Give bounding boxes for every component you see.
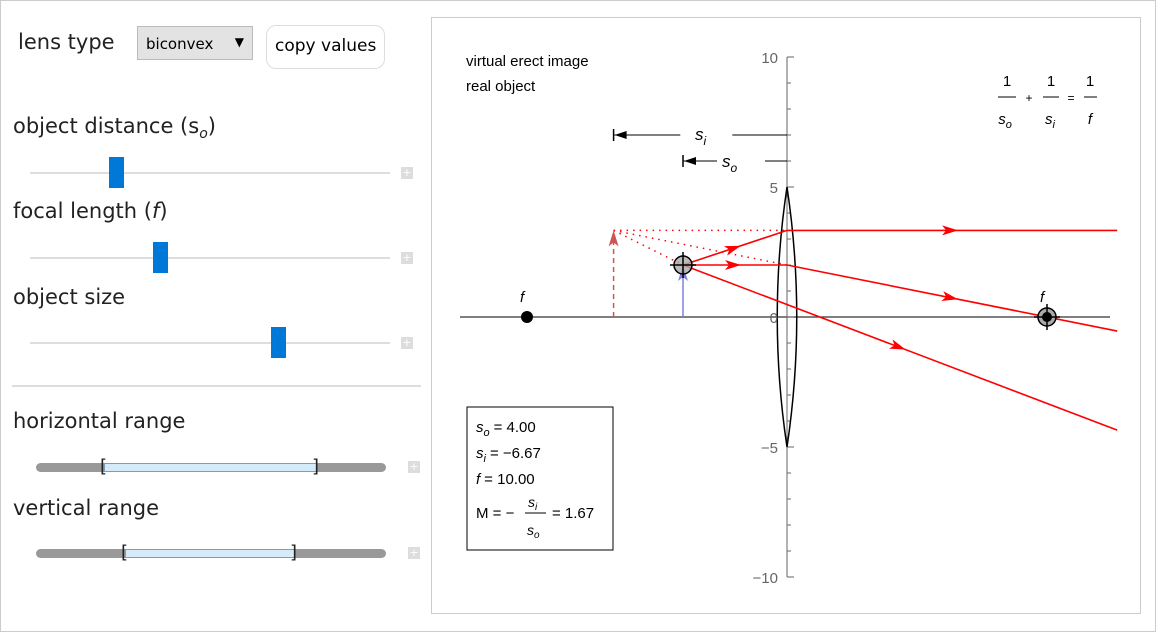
so-label: so xyxy=(722,152,738,175)
y-tick-label: 10 xyxy=(761,50,778,67)
object-size-label: object size xyxy=(13,285,126,309)
image-arrowhead xyxy=(608,230,619,247)
horizontal-range-slider[interactable]: [] xyxy=(36,456,386,477)
dimension-arrowhead xyxy=(614,131,627,139)
range-max-handle[interactable]: ] xyxy=(290,542,298,563)
expand-icon[interactable]: + xyxy=(401,166,413,179)
ray-arrowhead xyxy=(888,339,906,350)
lens-type-value: biconvex xyxy=(146,35,214,53)
formula-num: 1 xyxy=(1047,73,1055,90)
label-text: object distance (s xyxy=(13,114,200,138)
light-ray xyxy=(683,264,1118,332)
range-selection[interactable] xyxy=(125,549,296,558)
label-text: ) xyxy=(207,114,216,138)
slider-thumb[interactable] xyxy=(109,157,124,188)
dimension-arrowhead xyxy=(684,157,696,165)
formula-num: 1 xyxy=(1086,73,1094,90)
plot-panel xyxy=(431,17,1141,614)
status-object-text: real object xyxy=(466,78,536,95)
y-tick-label: 5 xyxy=(770,180,778,197)
range-selection[interactable] xyxy=(104,463,318,472)
label-text: focal length ( xyxy=(13,199,152,223)
readout-m-num: si xyxy=(528,494,538,513)
expand-icon[interactable]: + xyxy=(408,546,420,559)
lens-formula: 1 so + 1 si = 1 f xyxy=(998,73,1097,131)
focal-point-left xyxy=(521,311,533,323)
lens-type-label: lens type xyxy=(18,30,115,54)
readout-m-value: = 1.67 xyxy=(552,505,594,522)
y-tick-labels: 10 5 0 −5 −10 xyxy=(753,50,778,587)
formula-eq: = xyxy=(1067,91,1074,105)
label-sub: o xyxy=(199,126,208,143)
virtual-ray xyxy=(613,229,684,266)
expand-icon[interactable]: + xyxy=(401,336,413,349)
focal-length-label: focal length (f) xyxy=(13,199,168,223)
formula-si: si xyxy=(1045,111,1056,131)
focal-point-left-label: f xyxy=(520,289,526,306)
slider-thumb[interactable] xyxy=(153,242,168,273)
label-gap xyxy=(680,125,733,145)
crosshair-icon xyxy=(1034,304,1060,330)
focal-length-slider[interactable] xyxy=(30,242,390,273)
formula-plus: + xyxy=(1025,91,1032,105)
ray-arrowhead xyxy=(723,245,741,256)
object-size-slider[interactable] xyxy=(30,327,390,358)
y-tick-label: 0 xyxy=(770,310,778,327)
focal-point-right-label: f xyxy=(1040,289,1046,306)
si-label: si xyxy=(695,125,707,148)
y-tick-label: −5 xyxy=(761,440,778,457)
y-tick-label: −10 xyxy=(753,570,778,587)
status-image-text: virtual erect image xyxy=(466,53,589,70)
vertical-range-label: vertical range xyxy=(13,496,160,520)
lens-type-dropdown[interactable]: biconvex ▼ xyxy=(137,26,253,60)
chevron-down-icon: ▼ xyxy=(234,35,244,49)
light-ray xyxy=(682,229,1118,266)
label-gap xyxy=(717,151,765,171)
label-text: ) xyxy=(159,199,168,223)
readout-m-prefix: M = − xyxy=(476,505,515,522)
ray-arrowhead xyxy=(725,260,741,270)
slider-thumb[interactable] xyxy=(271,327,286,358)
lens xyxy=(776,186,798,448)
range-min-handle[interactable]: [ xyxy=(100,456,108,477)
label-f: f xyxy=(151,199,160,223)
readout-so: so= 4.00 xyxy=(476,419,536,439)
range-min-handle[interactable]: [ xyxy=(121,542,129,563)
readout-si: si= −6.67 xyxy=(476,445,541,465)
ray-arrowhead xyxy=(942,225,959,236)
copy-values-button[interactable]: copy values xyxy=(266,25,385,69)
crosshair-icon xyxy=(670,252,696,278)
range-max-handle[interactable]: ] xyxy=(312,456,320,477)
readout-f: f= 10.00 xyxy=(476,471,535,488)
expand-icon[interactable]: + xyxy=(401,251,413,264)
horizontal-range-label: horizontal range xyxy=(13,409,186,433)
formula-f: f xyxy=(1088,111,1094,128)
ray-arrowhead xyxy=(941,291,958,301)
object-distance-slider[interactable] xyxy=(30,157,390,188)
readout-box: so= 4.00 si= −6.67 f= 10.00 M = − si so … xyxy=(466,406,614,551)
expand-icon[interactable]: + xyxy=(408,460,420,473)
formula-num: 1 xyxy=(1003,73,1011,90)
vertical-range-slider[interactable]: [] xyxy=(36,542,386,563)
formula-so: so xyxy=(998,111,1012,131)
divider xyxy=(12,385,421,387)
object-distance-label: object distance (so) xyxy=(13,114,216,142)
